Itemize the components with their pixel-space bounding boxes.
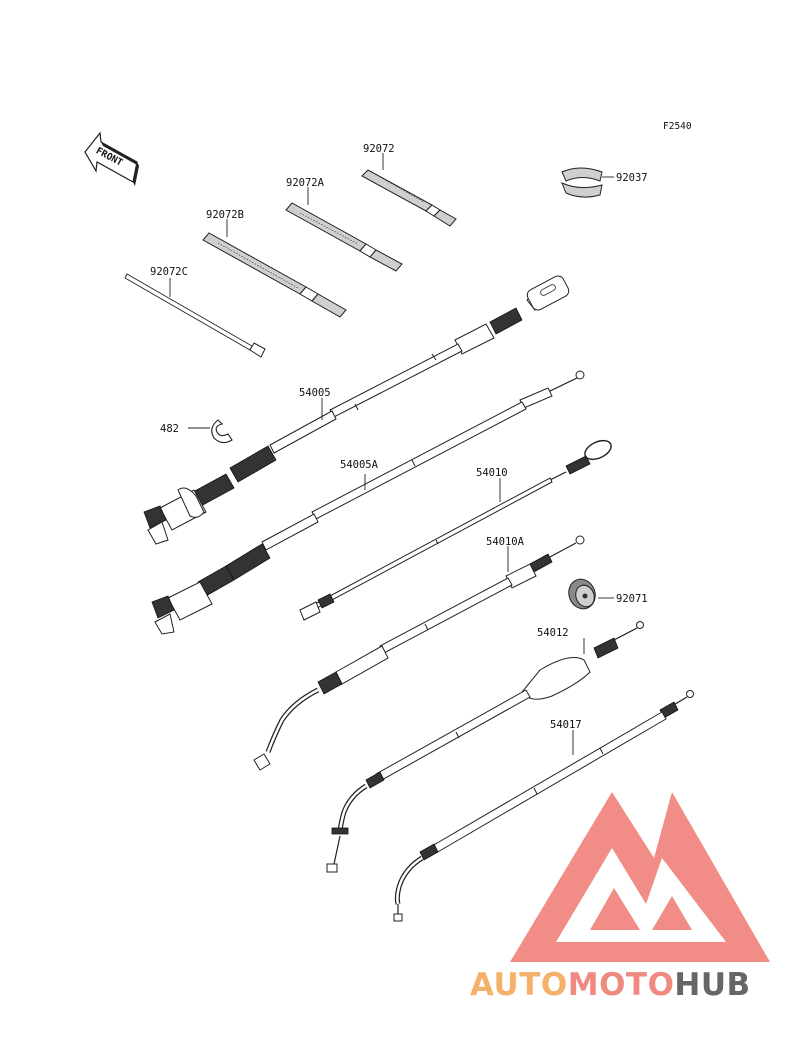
cable-54010a xyxy=(253,535,585,771)
cable-54005 xyxy=(143,275,570,545)
figure-code: F2540 xyxy=(663,121,692,132)
wordmark-auto: AUTO xyxy=(470,967,568,1003)
svg-text:AUTOMOTOHUB: AUTOMOTOHUB xyxy=(470,967,751,1003)
cable-54005a xyxy=(151,370,585,635)
label-482: 482 xyxy=(160,423,179,435)
label-54005: 54005 xyxy=(299,387,331,399)
cable-54017 xyxy=(393,690,694,922)
cable-tie-92072c xyxy=(124,273,266,358)
label-54005a: 54005A xyxy=(340,459,379,471)
label-54012: 54012 xyxy=(537,627,569,639)
strap-92072b xyxy=(202,232,347,318)
front-arrow-icon: FRONT xyxy=(84,131,139,186)
wordmark-hub: HUB xyxy=(674,967,750,1003)
label-54010: 54010 xyxy=(476,467,508,479)
cable-54010 xyxy=(299,439,612,621)
strap-92072 xyxy=(361,169,457,227)
automotohub-wordmark: AUTOMOTOHUB xyxy=(470,967,751,1003)
wordmark-moto: MOTO xyxy=(568,967,675,1003)
clamp-92037 xyxy=(561,167,603,198)
strap-92072a xyxy=(285,202,403,272)
cable-54012 xyxy=(326,621,644,873)
label-92072a: 92072A xyxy=(286,177,325,189)
label-92037: 92037 xyxy=(616,172,648,184)
clip-482 xyxy=(211,419,233,444)
label-54017: 54017 xyxy=(550,719,582,731)
automotohub-logo xyxy=(510,792,770,962)
label-92072c: 92072C xyxy=(150,266,188,278)
grommet-92071 xyxy=(568,578,596,610)
label-92072: 92072 xyxy=(363,143,395,155)
label-54010a: 54010A xyxy=(486,536,525,548)
label-92072b: 92072B xyxy=(206,209,244,221)
label-92071: 92071 xyxy=(616,593,648,605)
